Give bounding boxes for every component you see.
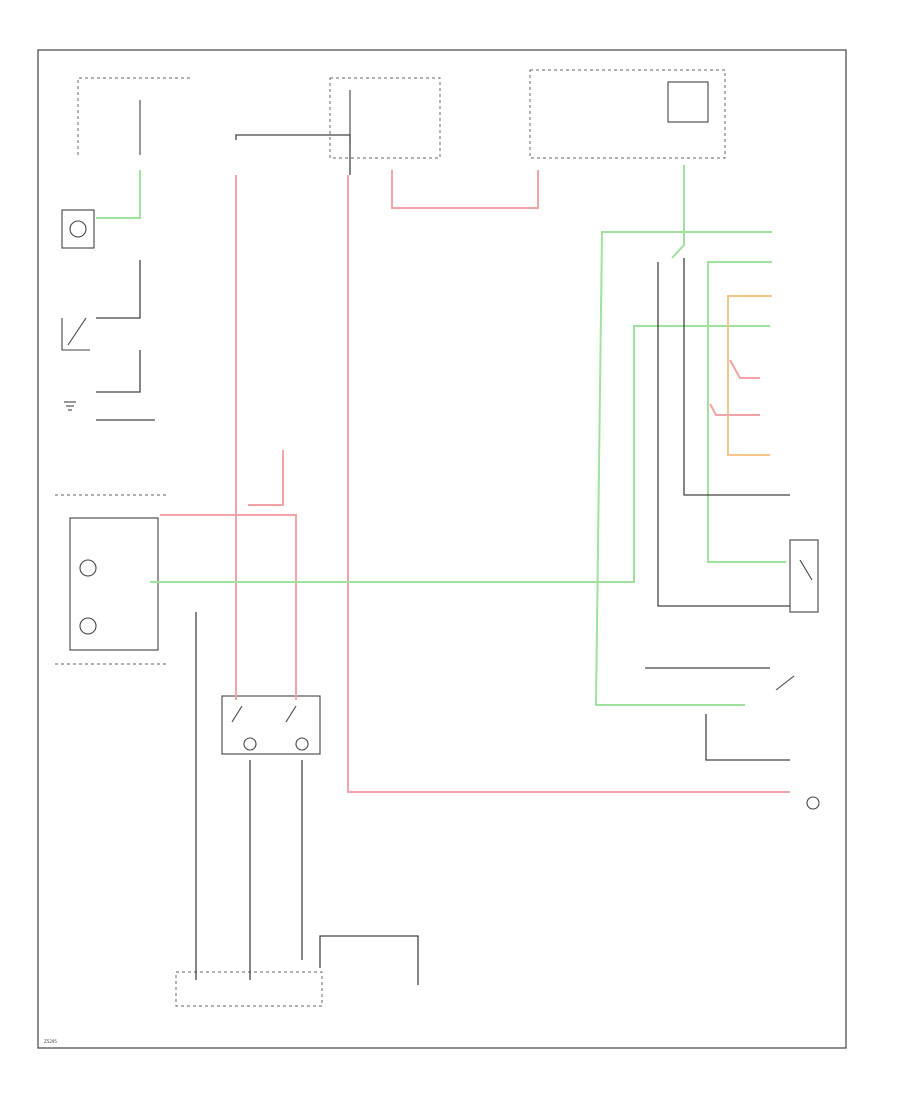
fuse-box-center — [329, 77, 441, 159]
diagram-frame — [37, 49, 847, 1049]
door-switch — [61, 317, 90, 351]
left-switch-panel — [55, 494, 168, 665]
ground-point — [64, 401, 76, 411]
diagram-code: Z5295 — [44, 1039, 57, 1044]
green-wires — [96, 165, 786, 706]
dome-lamp-switch — [61, 209, 95, 249]
fuse-box-left — [77, 77, 190, 155]
fuse-box-right — [529, 69, 726, 159]
bottom-connector — [175, 935, 419, 1007]
red-wires — [160, 170, 790, 793]
right-switch-cluster — [775, 539, 820, 810]
orange-wire — [709, 295, 772, 456]
door-switch-pair — [221, 695, 321, 755]
black-wires — [96, 134, 790, 980]
